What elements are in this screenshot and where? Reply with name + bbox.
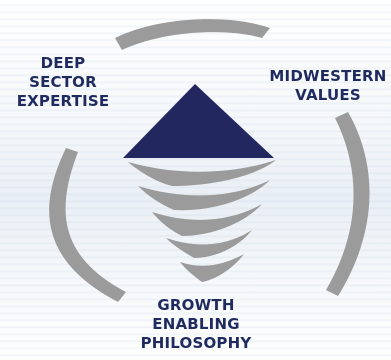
label-line: ENABLING xyxy=(152,315,240,333)
label-deep-sector-expertise: DEEP SECTOR EXPERTISE xyxy=(4,54,122,111)
stripe-4 xyxy=(166,230,252,258)
cycle-arc-right xyxy=(326,112,370,296)
label-line: PHILOSOPHY xyxy=(140,334,252,352)
label-midwestern-values: MIDWESTERN VALUES xyxy=(262,67,391,105)
label-line: DEEP xyxy=(40,54,86,72)
stripe-5 xyxy=(180,254,244,282)
label-line: VALUES xyxy=(295,86,361,104)
label-line: MIDWESTERN xyxy=(269,67,387,85)
stripe-3 xyxy=(152,204,262,236)
label-line: SECTOR xyxy=(29,73,97,91)
stripe-1 xyxy=(128,160,276,186)
label-growth-enabling-philosophy: GROWTH ENABLING PHILOSOPHY xyxy=(126,296,266,353)
stripe-2 xyxy=(138,180,270,211)
navy-triangle xyxy=(123,84,274,158)
cycle-arc-top xyxy=(115,19,270,50)
label-line: GROWTH xyxy=(157,296,235,314)
label-line: EXPERTISE xyxy=(16,92,110,110)
cycle-arc-left xyxy=(49,148,127,302)
